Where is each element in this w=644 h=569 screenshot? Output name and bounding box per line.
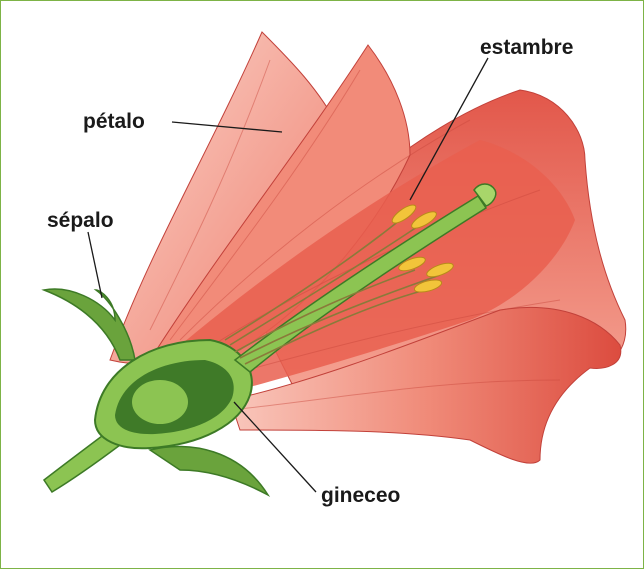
label-estambre: estambre — [480, 36, 573, 60]
sepal-left — [44, 289, 135, 360]
label-sepalo: sépalo — [47, 209, 114, 233]
label-petalo: pétalo — [83, 110, 145, 134]
ovule — [132, 380, 188, 424]
label-gineceo: gineceo — [321, 484, 400, 508]
leader-sepalo — [88, 232, 102, 298]
sepal-bottom — [150, 446, 268, 495]
